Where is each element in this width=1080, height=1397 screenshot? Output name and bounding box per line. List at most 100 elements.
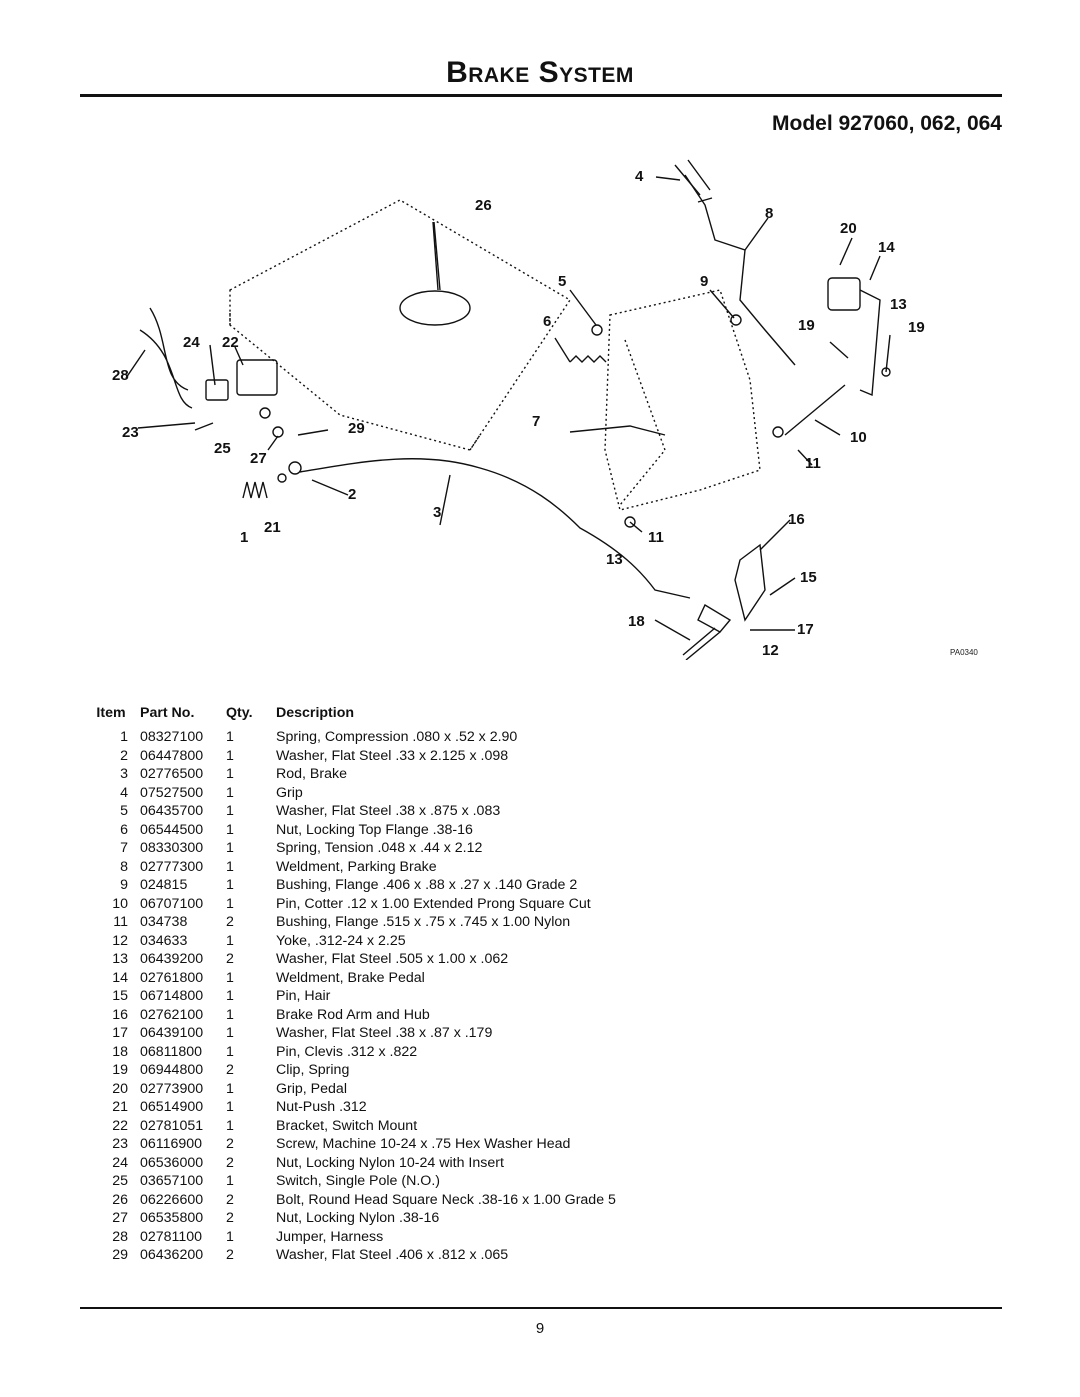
cell-description: Rod, Brake <box>276 766 347 782</box>
cell-description: Jumper, Harness <box>276 1228 384 1245</box>
cell-item: 12 <box>112 932 128 949</box>
cell-qty: 1 <box>226 1043 234 1060</box>
cell-description: Nut, Locking Top Flange .38-16 <box>276 821 473 838</box>
cell-item: 20 <box>112 1080 128 1097</box>
cell-item: 21 <box>112 1099 128 1115</box>
cell-item: 10 <box>112 895 128 912</box>
cell-qty: 1 <box>226 969 234 986</box>
cell-part-no: 02762100 <box>140 1006 204 1023</box>
cell-qty: 1 <box>226 1080 234 1097</box>
model-number: Model 927060, 062, 064 <box>772 112 1002 135</box>
callout-19-left: 19 <box>798 317 815 334</box>
callout-4: 4 <box>635 168 644 185</box>
cell-description: Yoke, .312-24 x 2.25 <box>276 932 406 949</box>
cell-part-no: 06439200 <box>140 951 204 967</box>
cell-qty: 1 <box>226 821 234 838</box>
cell-part-no: 06436200 <box>140 1247 204 1263</box>
cell-qty: 1 <box>226 1006 234 1023</box>
cell-description: Pin, Clevis .312 x .822 <box>276 1043 418 1060</box>
cell-part-no: 034633 <box>140 932 188 949</box>
cell-item: 17 <box>112 1025 128 1041</box>
cell-part-no: 08327100 <box>140 729 204 745</box>
cell-item: 27 <box>112 1210 128 1226</box>
cell-part-no: 02781100 <box>140 1228 203 1245</box>
callout-29: 29 <box>348 420 365 437</box>
cell-qty: 1 <box>226 858 234 875</box>
cell-part-no: 06536000 <box>140 1154 204 1171</box>
cell-description: Washer, Flat Steel .38 x .87 x .179 <box>276 1025 493 1041</box>
exploded-parts-diagram: 4 26 8 20 14 5 9 13 6 19 19 24 22 28 7 2… <box>112 159 978 660</box>
cell-item: 7 <box>120 840 128 856</box>
cell-description: Screw, Machine 10-24 x .75 Hex Washer He… <box>276 1136 571 1152</box>
cell-item: 15 <box>112 988 128 1004</box>
callout-18: 18 <box>628 613 645 630</box>
cell-part-no: 06226600 <box>140 1191 204 1208</box>
cell-item: 25 <box>112 1173 128 1189</box>
cell-qty: 1 <box>226 1117 234 1134</box>
callout-6: 6 <box>543 313 551 330</box>
cell-part-no: 06944800 <box>140 1062 204 1078</box>
callout-26: 26 <box>475 197 492 214</box>
page-number: 9 <box>535 1320 545 1337</box>
cell-description: Weldment, Parking Brake <box>276 858 437 875</box>
callout-19-right: 19 <box>908 319 925 336</box>
callout-25: 24 <box>183 334 200 351</box>
callout-27: 27 <box>250 450 267 467</box>
cell-description: Switch, Single Pole (N.O.) <box>276 1173 441 1189</box>
drawing-code: PA0340 <box>950 648 978 657</box>
callout-11-right: 11 <box>805 455 821 472</box>
cell-description: Weldment, Brake Pedal <box>276 969 425 986</box>
callout-3: 3 <box>433 504 441 521</box>
cell-description: Washer, Flat Steel .505 x 1.00 x .062 <box>276 951 509 967</box>
cell-description: Washer, Flat Steel .38 x .875 x .083 <box>276 803 501 819</box>
cell-part-no: 06514900 <box>140 1099 204 1115</box>
callout-10: 10 <box>850 429 867 446</box>
cell-qty: 2 <box>226 1062 234 1078</box>
cell-item: 6 <box>120 821 128 838</box>
header-description: Description <box>276 705 355 721</box>
callout-20: 20 <box>840 220 857 237</box>
cell-part-no: 03657100 <box>140 1173 204 1189</box>
cell-item: 9 <box>120 877 128 893</box>
callout-14: 14 <box>878 239 895 256</box>
callout-12: 12 <box>762 642 779 659</box>
cell-qty: 1 <box>226 1099 234 1115</box>
cell-part-no: 034738 <box>140 914 188 930</box>
cell-description: Grip, Pedal <box>276 1080 347 1097</box>
cell-description: Grip <box>276 784 303 801</box>
cell-description: Washer, Flat Steel .33 x 2.125 x .098 <box>276 747 509 764</box>
cell-item: 1 <box>120 729 128 745</box>
callout-9: 9 <box>700 273 708 290</box>
cell-part-no: 02773900 <box>140 1080 204 1097</box>
callout-11-left: 11 <box>648 529 664 546</box>
cell-description: Bolt, Round Head Square Neck .38-16 x 1.… <box>276 1191 616 1208</box>
cell-description: Pin, Hair <box>276 988 331 1004</box>
cell-part-no: 06116900 <box>140 1136 203 1152</box>
header-item: Item <box>96 705 126 721</box>
callout-24: 25 <box>214 440 231 457</box>
table-row: 20 02773900 1 Grip, Pedal <box>88 1080 696 1099</box>
header-qty: Qty. <box>226 705 253 721</box>
cell-item: 4 <box>120 784 128 801</box>
cell-description: Spring, Tension .048 x .44 x 2.12 <box>276 840 483 856</box>
cell-item: 2 <box>120 747 128 764</box>
